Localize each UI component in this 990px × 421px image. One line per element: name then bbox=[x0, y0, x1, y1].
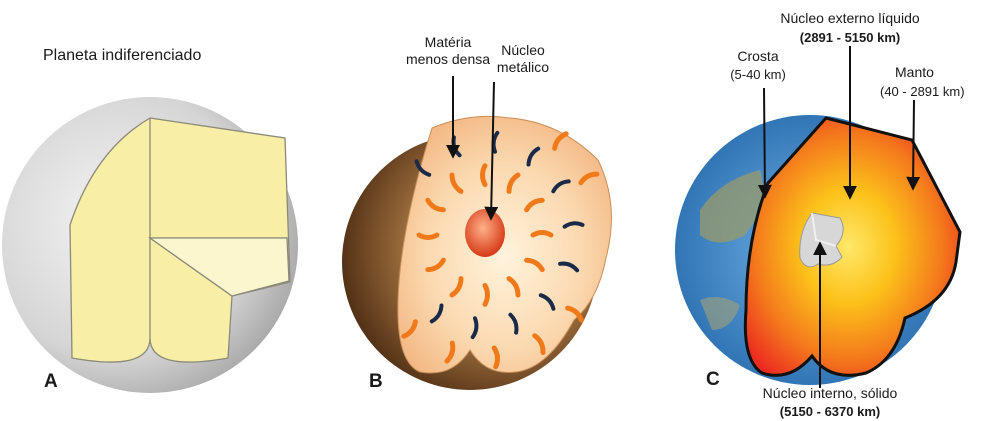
panel-a-globe bbox=[2, 97, 298, 393]
material-streak bbox=[483, 166, 486, 185]
panel-b-label-metallic-core: Núcleo metálico bbox=[478, 42, 568, 76]
panel-a-title: Planeta indiferenciado bbox=[43, 47, 201, 64]
panel-b-metallic-core bbox=[465, 209, 505, 257]
panel-b-cutaway bbox=[398, 116, 612, 373]
panel-b-globe bbox=[342, 76, 611, 390]
material-streak bbox=[533, 233, 551, 236]
panel-c-inner-core-range: (5150 - 6370 km) bbox=[740, 403, 920, 420]
panel-c-crust-name: Crosta bbox=[718, 48, 798, 65]
panel-c-crust-range: (5-40 km) bbox=[718, 66, 798, 83]
panel-c-mantle-name: Manto bbox=[895, 64, 934, 81]
panel-c-arrow-mantle bbox=[913, 100, 914, 188]
panel-c-arrow-crust bbox=[764, 88, 765, 196]
panel-c-letter: C bbox=[706, 369, 720, 391]
panel-c-outer-core-name: Núcleo externo líquido bbox=[760, 10, 940, 27]
material-streak bbox=[485, 285, 488, 304]
panel-c-inner-core-name: Núcleo interno, sólido bbox=[740, 385, 920, 402]
panel-c-mantle-range: (40 - 2891 km) bbox=[880, 83, 965, 100]
material-streak bbox=[419, 235, 437, 238]
panel-a-letter: A bbox=[44, 371, 58, 393]
panel-b-letter: B bbox=[369, 371, 383, 393]
panel-c-outer-core-range: (2891 - 5150 km) bbox=[760, 29, 940, 46]
